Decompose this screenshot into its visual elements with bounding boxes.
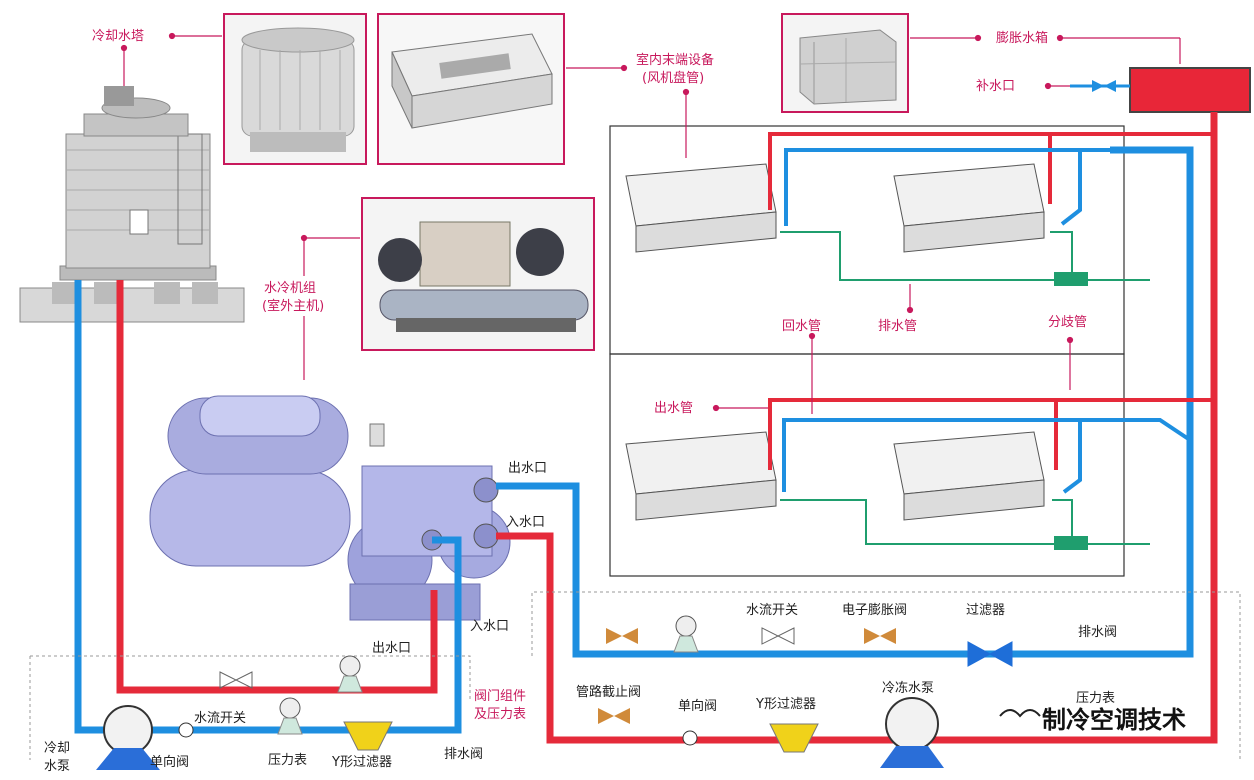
label-branch-pipe: 分歧管 [1048, 315, 1087, 330]
flow-switch-valve-icon [761, 627, 795, 645]
label-y-filter-mid: Y形过滤器 [755, 697, 816, 712]
fan-coil-unit [625, 431, 777, 521]
label-pressure-gauge-left: 压力表 [268, 753, 307, 768]
makeup-valve-icon [1092, 80, 1104, 92]
watermark-logo-icon [999, 709, 1041, 718]
lower-supply-branch [768, 398, 1214, 470]
label-supply-pipe: 出水管 [654, 401, 693, 416]
filter-valve-icon-half [988, 641, 1013, 667]
label-flow-switch-top: 水流开关 [746, 603, 798, 618]
lower-drain-drop [1052, 499, 1073, 544]
label-valve-group: 阀门组件 [474, 689, 526, 704]
label-filter-top: 过滤器 [966, 603, 1005, 618]
chilled-water-pump [880, 697, 944, 768]
cooling-valve-zone [29, 655, 471, 760]
label-indoor-unit: 室内末端设备 [636, 52, 714, 68]
label-cooling-tower: 冷却水塔 [92, 29, 144, 44]
label-pipe-stop-valve: 管路截止阀 [576, 684, 641, 700]
label-chilled-pump: 冷冻水泵 [882, 680, 934, 696]
label-expansion-valve: 电子膨胀阀 [842, 603, 907, 618]
lower-return-drop [1062, 420, 1082, 494]
label-drain-valve-left: 排水阀 [444, 747, 483, 762]
flow-switch-left-valve-icon [219, 671, 253, 689]
label-chiller-out-top: 出水口 [508, 461, 547, 476]
label-check-valve-mid: 单向阀 [678, 698, 717, 714]
upper-return-drop [1060, 150, 1082, 226]
chilled-water-return-main [496, 146, 1194, 658]
expansion-valve-icon [864, 628, 896, 644]
upper-drain-tee [1054, 272, 1088, 286]
label-check-valve-left: 单向阀 [150, 754, 189, 770]
label-pressure-gauge-right: 压力表 [1076, 691, 1115, 706]
leader-lines [120, 32, 1181, 414]
filter-valve-icon [967, 641, 992, 667]
lower-return-branch [782, 418, 1192, 492]
check-valve-mid-icon [682, 730, 698, 746]
cooling-water-return-pipe [74, 280, 108, 734]
makeup-valve-icon-half [1104, 80, 1116, 92]
lower-floor-frame [609, 353, 1125, 577]
label-cooling-pump: 冷却 [44, 741, 70, 756]
fan-coil-unit [893, 431, 1045, 521]
y-filter-left-icon [343, 721, 393, 751]
fan-coil-unit [625, 163, 777, 253]
cooling-water-pump-pipe [150, 536, 462, 734]
watermark-text: 制冷空调技术 [1042, 706, 1186, 734]
check-valve-left-icon [178, 722, 194, 738]
cooling-tower [19, 86, 245, 323]
y-filter-mid-icon [769, 723, 819, 753]
fan-coil-unit [893, 163, 1045, 253]
upper-return-branch [784, 148, 1110, 226]
label-y-filter-left: Y形过滤器 [331, 755, 392, 770]
label-water-chiller-sub: (室外主机) [262, 298, 324, 314]
chilled-valve-zone [531, 591, 1241, 760]
water-tank-photo [799, 29, 897, 105]
label-drain-pipe: 排水管 [878, 319, 917, 334]
label-valve-group-sub: 及压力表 [474, 707, 526, 722]
stop-valve-icon [606, 628, 638, 644]
label-drain-valve-right: 排水阀 [1078, 625, 1117, 640]
label-chiller-in-right: 入水口 [506, 515, 545, 530]
label-chiller-out-bottom: 出水口 [372, 641, 411, 656]
cooling-tower-photo [241, 27, 355, 152]
label-indoor-unit-sub: (风机盘管) [642, 70, 704, 86]
pipe-stop-valve-icon [598, 708, 630, 724]
pressure-gauge-icon [277, 697, 303, 735]
upper-drain-drop [1050, 231, 1073, 280]
pressure-gauge-icon [337, 655, 363, 693]
label-makeup-water: 补水口 [976, 79, 1015, 94]
label-flow-switch-left: 水流开关 [194, 711, 246, 726]
cooling-water-pump [96, 705, 160, 770]
label-cooling-pump-sub: 水泵 [44, 759, 70, 774]
pressure-gauge-icon [673, 615, 699, 653]
water-chiller-photo [378, 221, 589, 332]
lower-drain-tee [1054, 536, 1088, 550]
expansion-tank [1129, 67, 1251, 113]
fan-coil-photo [391, 33, 553, 129]
label-expansion-tank: 膨胀水箱 [996, 30, 1048, 46]
upper-supply-branch [768, 132, 1214, 210]
label-chiller-in-bottom: 入水口 [470, 619, 509, 634]
upper-drain-pipe [780, 231, 1150, 281]
lower-drain-pipe [780, 499, 1150, 545]
label-return-pipe: 回水管 [782, 319, 821, 334]
water-chiller [149, 395, 511, 621]
chilled-water-supply-main [496, 112, 1218, 744]
cooling-water-supply-pipe [116, 280, 438, 694]
label-water-chiller: 水冷机组 [264, 281, 316, 296]
